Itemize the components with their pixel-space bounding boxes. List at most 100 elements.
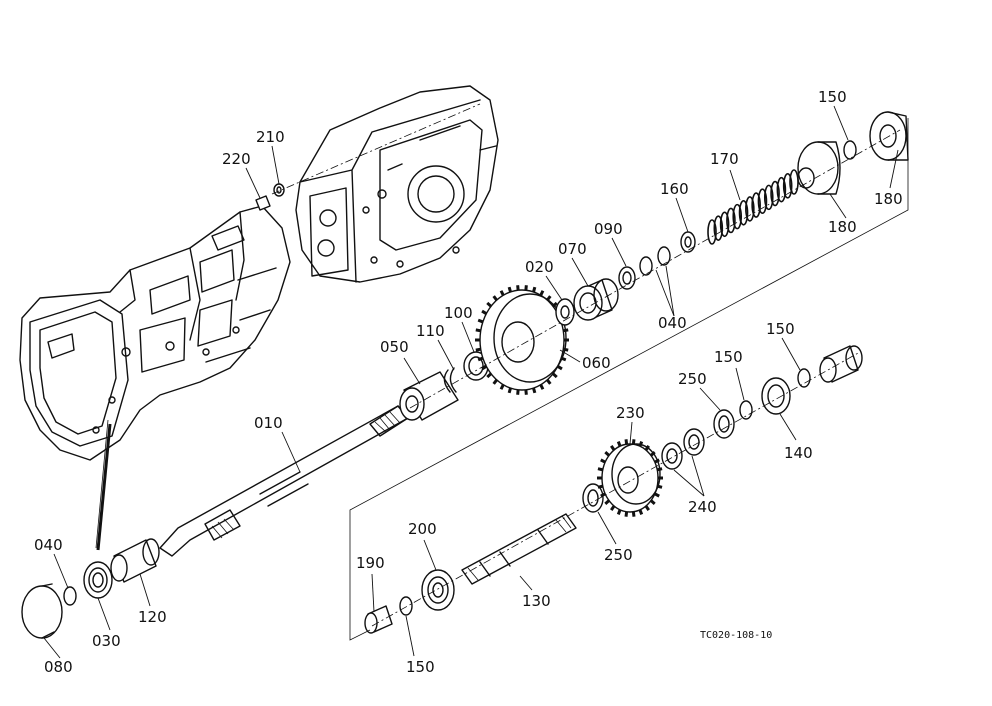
cap-080	[21, 583, 63, 639]
gear-tooth	[616, 509, 622, 515]
gear-tooth	[656, 467, 663, 472]
label-120: 120	[138, 608, 167, 626]
leader-line	[729, 169, 741, 201]
label-070: 070	[558, 240, 587, 258]
label-190: 190	[356, 554, 385, 572]
label-250-upper: 250	[678, 370, 707, 388]
gear-tooth	[546, 378, 552, 385]
label-250-lower: 250	[604, 546, 633, 564]
shaft-130	[461, 513, 577, 585]
label-110: 110	[416, 322, 445, 340]
spring-coil	[763, 184, 774, 211]
front-transmission-case	[19, 205, 291, 551]
gear-tooth	[532, 387, 537, 394]
leader-line	[423, 539, 437, 571]
bearing-200	[421, 569, 455, 611]
gear-tooth	[539, 384, 545, 390]
leader-line	[673, 469, 705, 497]
circlip-040-front	[63, 586, 77, 606]
drawing-code: TC020-108-10	[700, 630, 772, 641]
bushing-190	[364, 605, 393, 634]
gear-tooth	[507, 387, 512, 394]
gear-tooth	[556, 365, 563, 371]
leader-line	[43, 637, 61, 659]
bearing-030	[83, 561, 113, 599]
spring-coil	[732, 203, 743, 230]
gear-tooth	[475, 328, 481, 333]
bushing-120	[110, 538, 160, 583]
gear-tooth	[477, 356, 484, 362]
leader-line	[519, 575, 533, 591]
leader-line	[611, 237, 627, 267]
label-220: 220	[222, 150, 251, 168]
gear-tooth	[492, 295, 498, 302]
gear-tooth	[644, 505, 650, 511]
hub-180	[797, 141, 841, 195]
gear-tooth	[624, 439, 629, 445]
leader-line	[461, 321, 475, 353]
gear-tooth	[552, 372, 558, 379]
leader-line	[629, 421, 633, 445]
part-labels: 010 020 030 040 040 050 060 070 080 090 …	[34, 88, 903, 676]
gear-tooth	[597, 467, 604, 472]
gear-tooth	[481, 365, 488, 371]
collar-090	[618, 266, 636, 290]
leader-line	[833, 105, 849, 141]
gear-tooth	[600, 458, 606, 464]
leader-line	[437, 339, 455, 371]
circlip-150-top	[843, 140, 857, 160]
bolt-220	[255, 195, 271, 211]
leader-line	[735, 367, 745, 401]
gear-tooth	[600, 492, 606, 498]
label-210: 210	[256, 128, 285, 146]
leader-line	[53, 553, 69, 589]
assembly-lines	[271, 103, 909, 641]
leader-lines	[43, 105, 899, 659]
coupling-050	[399, 371, 459, 421]
gear-tooth	[475, 347, 481, 352]
spring-coil	[707, 219, 717, 245]
leader-line	[779, 413, 797, 441]
label-240: 240	[688, 498, 717, 516]
gear-tooth	[616, 441, 622, 447]
leader-line	[597, 511, 617, 545]
leader-line	[571, 257, 589, 287]
gear-tooth	[563, 347, 569, 352]
gear-tooth	[644, 445, 650, 451]
label-010: 010	[254, 414, 283, 432]
gear-tooth	[486, 372, 492, 379]
label-160: 160	[660, 180, 689, 198]
main-shaft-010	[159, 405, 409, 557]
spring-coil	[726, 207, 736, 234]
gear-tooth	[654, 458, 660, 464]
label-180-right: 180	[874, 190, 903, 208]
gear-tooth	[507, 286, 512, 293]
label-150-mid: 150	[714, 348, 743, 366]
gear-tooth	[654, 492, 660, 498]
label-230: 230	[616, 404, 645, 422]
plate-180	[869, 111, 909, 161]
label-040-front: 040	[34, 536, 63, 554]
bushing-end	[819, 345, 863, 383]
gear-tooth	[631, 511, 636, 517]
label-140: 140	[784, 444, 813, 462]
leader-line	[781, 337, 801, 371]
leader-line	[655, 269, 675, 317]
leader-line	[675, 197, 689, 233]
label-100: 100	[444, 304, 473, 322]
label-090: 090	[594, 220, 623, 238]
gear-tooth	[499, 290, 505, 296]
label-200: 200	[408, 520, 437, 538]
gear-tooth	[597, 484, 604, 489]
spring-coil	[719, 211, 730, 238]
gear-tooth	[552, 301, 558, 308]
leader-line	[405, 615, 415, 657]
label-150-lower: 150	[406, 658, 435, 676]
washer-210	[273, 183, 285, 197]
leader-line	[699, 387, 721, 411]
gear-tooth	[649, 451, 656, 457]
needle-bearings-240	[661, 428, 705, 470]
spring-coil	[770, 180, 780, 207]
leader-line	[403, 357, 421, 385]
